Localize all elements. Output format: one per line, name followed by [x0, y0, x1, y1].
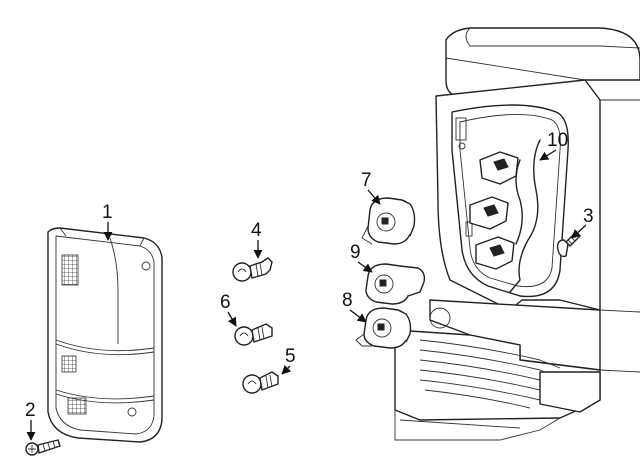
callout-labels: 1 2 3 4 5 6 7 8 9 10 — [25, 130, 594, 421]
callout-5: 5 — [285, 346, 296, 367]
leader-lines — [26, 149, 587, 441]
callout-1: 1 — [102, 202, 113, 223]
leader-8 — [349, 309, 367, 323]
tail-lamp-assembly — [47, 227, 163, 443]
bulb-part-5 — [242, 371, 279, 394]
leader-3 — [571, 224, 587, 239]
leader-6 — [227, 311, 237, 327]
wiring-harness — [469, 139, 541, 293]
callout-4: 4 — [251, 220, 262, 241]
socket-part-7 — [361, 197, 416, 245]
bulb-part-4 — [232, 257, 273, 282]
callout-8: 8 — [342, 290, 353, 311]
callout-9: 9 — [350, 242, 361, 263]
leader-9 — [357, 261, 373, 273]
leader-7 — [367, 189, 381, 205]
leader-10 — [539, 149, 557, 161]
callout-10: 10 — [547, 130, 568, 151]
callout-2: 2 — [25, 400, 36, 421]
leader-5 — [281, 364, 292, 375]
screw-part-2 — [25, 439, 61, 456]
socket-part-9 — [365, 263, 426, 305]
socket-part-8 — [355, 307, 412, 349]
callout-6: 6 — [220, 292, 231, 313]
bulb-part-6 — [234, 323, 273, 346]
callout-7: 7 — [361, 170, 372, 191]
vehicle-rear-body — [394, 27, 640, 441]
callout-3: 3 — [583, 206, 594, 227]
